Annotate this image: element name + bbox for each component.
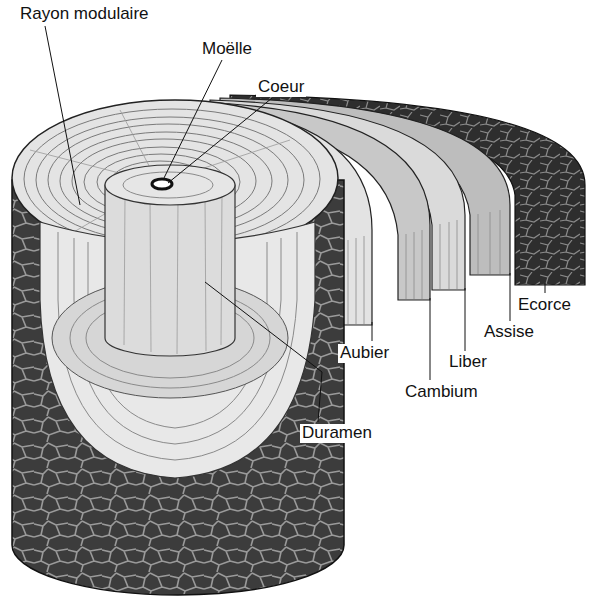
part-label: Coeur	[256, 78, 306, 97]
part-label: Cambium	[403, 383, 480, 402]
part-label: Rayon modulaire	[18, 5, 151, 24]
part-label: Moëlle	[200, 40, 254, 59]
part-label: Aubier	[338, 344, 391, 363]
part-label: Ecorce	[516, 296, 573, 315]
part-label: Liber	[447, 353, 489, 372]
part-label: Assise	[482, 323, 536, 342]
part-label: Duramen	[300, 424, 374, 443]
